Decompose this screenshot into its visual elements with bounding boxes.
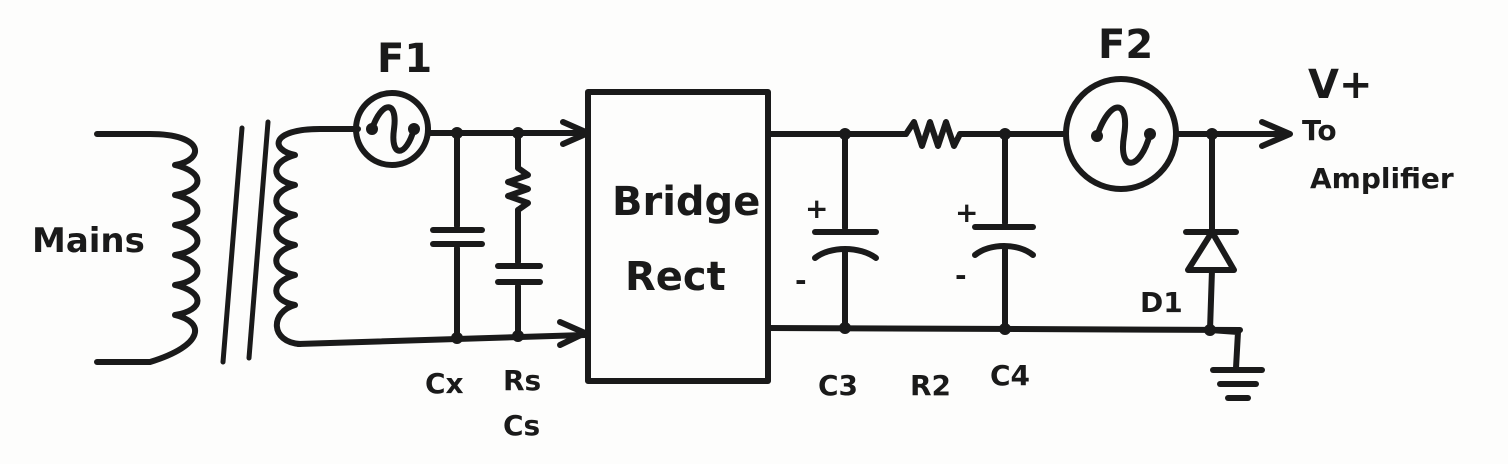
capacitor-c3 (812, 128, 879, 334)
label-mains: Mains (32, 221, 145, 261)
label-c4: C4 (990, 359, 1030, 392)
label-vplus: V+ (1308, 62, 1372, 108)
label-c4-minus: - (955, 259, 967, 292)
label-f1: F1 (377, 36, 432, 82)
resistor-r2 (903, 119, 963, 149)
label-rect: Rect (625, 254, 726, 300)
capacitor-c4 (972, 128, 1036, 335)
diode-d1 (1183, 128, 1239, 336)
label-c3: C3 (818, 369, 858, 402)
transformer-core (220, 119, 271, 365)
wire-bottom-to-bridge (295, 332, 588, 347)
ground-symbol (1207, 327, 1265, 401)
snubber-rs-cs (495, 127, 543, 342)
label-r2: R2 (910, 369, 951, 402)
label-c3-plus: + (805, 192, 828, 225)
label-cx: Cx (425, 367, 464, 400)
capacitor-cx (430, 127, 485, 344)
label-to: To (1302, 114, 1337, 147)
label-c4-plus: + (955, 196, 978, 229)
label-rs: Rs (503, 364, 541, 397)
fuse-f1 (353, 90, 431, 168)
label-amplifier: Amplifier (1310, 162, 1454, 195)
arrow-output (1259, 119, 1293, 149)
label-f2: F2 (1098, 22, 1153, 68)
label-bridge: Bridge (612, 179, 760, 225)
bridge-rectifier-box (585, 89, 771, 384)
label-d1: D1 (1140, 286, 1183, 319)
transformer-primary-winding (94, 131, 201, 365)
label-cs: Cs (503, 409, 540, 442)
label-c3-minus: - (795, 264, 807, 297)
transformer-secondary-winding (273, 126, 348, 347)
fuse-f2 (1063, 76, 1179, 192)
